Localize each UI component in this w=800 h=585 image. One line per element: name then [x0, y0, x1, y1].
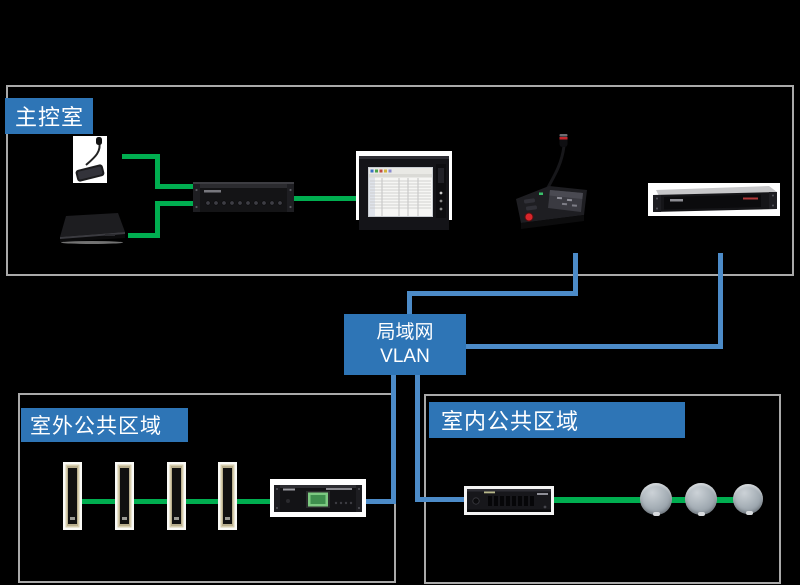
indoor-region-box: [424, 394, 781, 584]
connector-ceiling2-ceiling3: [714, 497, 737, 503]
network-unit-icon: [648, 183, 780, 216]
rack-mixer-icon: [193, 182, 294, 214]
connector-indoor-amp-ceiling1: [550, 497, 645, 503]
connector-dvd-to-mixer-v: [155, 201, 160, 238]
connector-vlan-to-indoor-v: [415, 375, 420, 502]
connector-netunit-to-vlan-h: [466, 344, 723, 349]
connector-mic-to-mixer-h: [122, 154, 158, 159]
vlan-label-line1: 局域网: [376, 321, 434, 343]
connector-dvd-to-mixer-h2: [155, 201, 195, 206]
connector-vlan-to-outdoor-h: [362, 499, 396, 504]
connector-console-to-vlan-v: [407, 291, 412, 314]
connector-speaker2-speaker3: [132, 499, 169, 504]
connector-console-down: [573, 253, 578, 296]
connector-vlan-to-indoor-h: [415, 497, 470, 502]
ceiling-speaker-1-icon: [640, 483, 672, 516]
column-speaker-2-icon: [115, 462, 134, 530]
ceiling-speaker-3-icon: [733, 484, 763, 515]
indoor-label-text: 室内公共区域: [441, 409, 580, 434]
connector-mic-to-mixer-v: [155, 154, 160, 189]
paging-console-icon: [513, 133, 589, 232]
connector-ceiling1-ceiling2: [668, 497, 689, 503]
control-room-label: 主控室: [5, 98, 93, 134]
vlan-node: 局域网 VLAN: [344, 314, 466, 375]
connector-mixer-to-monitor: [293, 196, 361, 201]
connector-speaker4-outdoor-amp: [235, 499, 275, 504]
indoor-amplifier-icon: [464, 486, 554, 515]
column-speaker-3-icon: [167, 462, 186, 530]
connector-vlan-to-outdoor-v: [391, 375, 396, 504]
connector-netunit-down: [718, 253, 723, 349]
column-speaker-4-icon: [218, 462, 237, 530]
connector-dvd-to-mixer-h: [128, 233, 160, 238]
control-room-region-box: [6, 85, 794, 276]
ceiling-speaker-2-icon: [685, 483, 717, 516]
connector-speaker1-speaker2: [80, 499, 118, 504]
indoor-label: 室内公共区域: [429, 402, 685, 438]
connector-mic-to-mixer-h2: [155, 184, 195, 189]
control-room-label-text: 主控室: [15, 105, 85, 130]
dvd-player-icon: [57, 211, 127, 244]
outdoor-label: 室外公共区域: [21, 408, 188, 442]
connector-console-to-vlan-h: [407, 291, 578, 296]
gooseneck-microphone-icon: [73, 136, 107, 183]
outdoor-amplifier-icon: [270, 479, 366, 517]
column-speaker-1-icon: [63, 462, 82, 530]
connector-speaker3-speaker4: [184, 499, 220, 504]
vlan-label-line2: VLAN: [380, 345, 430, 367]
monitor-pc-icon: [356, 151, 452, 233]
outdoor-label-text: 室外公共区域: [30, 415, 162, 438]
